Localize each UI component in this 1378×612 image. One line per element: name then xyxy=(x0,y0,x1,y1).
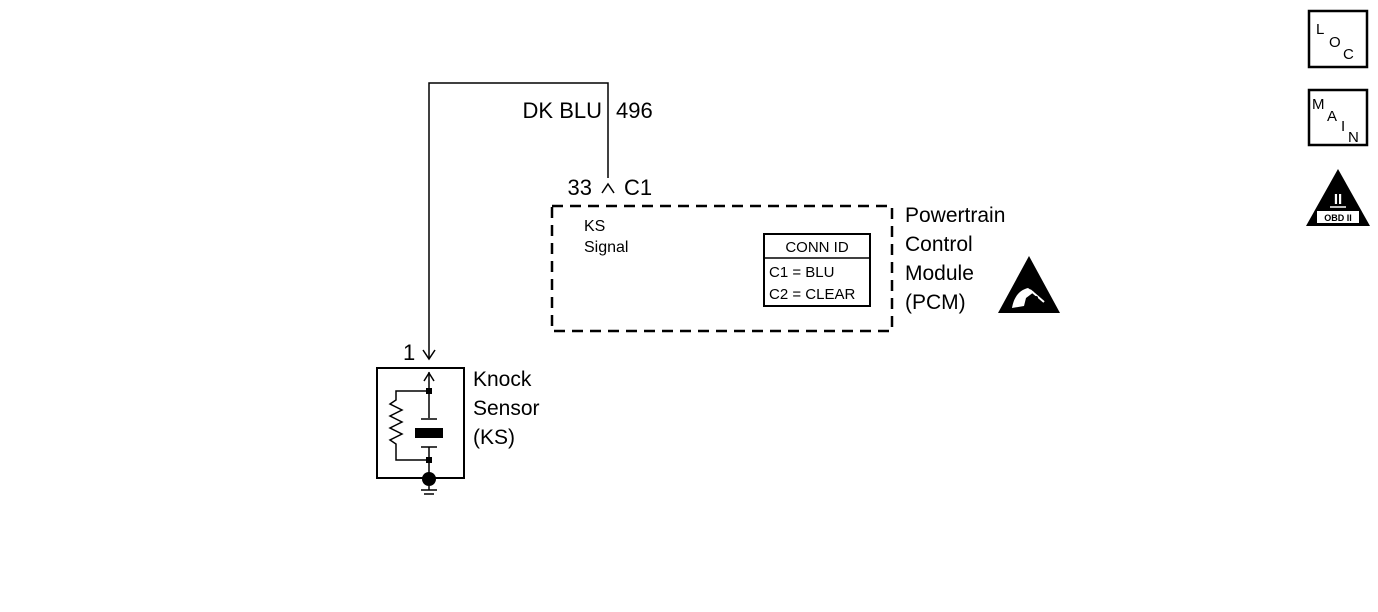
sensor-name-line3: (KS) xyxy=(473,426,515,449)
sensor-pin-number: 1 xyxy=(403,340,415,365)
main-letter-a: A xyxy=(1327,108,1337,125)
loc-letter-c: C xyxy=(1343,46,1354,63)
sensor-name-line1: Knock xyxy=(473,368,532,391)
pcm-name-line2: Control xyxy=(905,233,973,256)
connector-pin-number: 33 xyxy=(568,175,592,200)
pcm-name-line1: Powertrain xyxy=(905,204,1005,227)
esd-warning-icon xyxy=(998,256,1060,313)
wire-circuit-number: 496 xyxy=(616,98,653,123)
knock-sensor xyxy=(376,367,465,479)
ground-icon xyxy=(421,472,437,495)
conn-id-header: CONN ID xyxy=(785,239,849,256)
obd-numeral: II xyxy=(1334,191,1342,208)
wire-color-label: DK BLU xyxy=(523,98,602,123)
obd-ii-icon[interactable]: II OBD II xyxy=(1306,169,1370,226)
conn-id-table: CONN ID C1 = BLU C2 = CLEAR xyxy=(763,233,871,307)
loc-button[interactable]: L O C xyxy=(1307,9,1369,69)
main-button[interactable]: M A I N xyxy=(1307,88,1369,147)
conn-id-row-c1: C1 = BLU xyxy=(769,264,834,281)
loc-letter-o: O xyxy=(1329,34,1341,51)
wire-dk-blu-496 xyxy=(428,82,609,358)
connector-id: C1 xyxy=(624,175,652,200)
pcm-signal-label-line2: Signal xyxy=(584,239,628,256)
pcm-name-line4: (PCM) xyxy=(905,291,966,314)
obd-caption: OBD II xyxy=(1324,213,1352,223)
main-letter-i: I xyxy=(1341,118,1345,135)
pcm-name-line3: Module xyxy=(905,262,974,285)
pcm-signal-label-line1: KS xyxy=(584,218,605,235)
pin-1-arrow xyxy=(422,349,436,361)
conn-id-row-c2: C2 = CLEAR xyxy=(769,286,855,303)
pcm-module-box xyxy=(550,204,894,333)
connector-c1-symbol xyxy=(601,182,615,194)
sensor-name-line2: Sensor xyxy=(473,397,540,420)
main-letter-n: N xyxy=(1348,129,1359,146)
main-letter-m: M xyxy=(1312,96,1325,113)
loc-letter-l: L xyxy=(1316,21,1324,38)
